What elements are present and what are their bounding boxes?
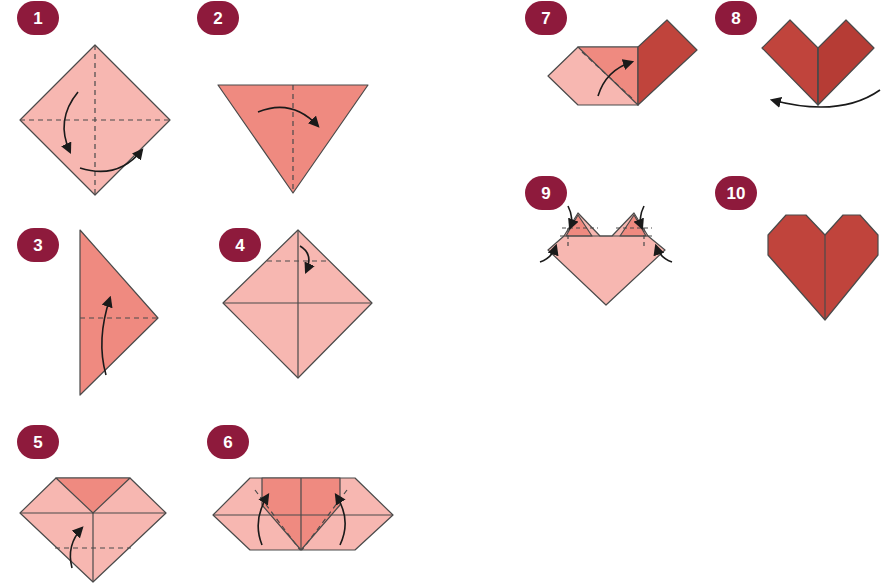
step-number: 4 xyxy=(219,228,261,262)
step-number: 1 xyxy=(17,1,59,35)
step-number: 8 xyxy=(715,1,757,35)
step-number: 9 xyxy=(525,176,567,210)
step-number: 10 xyxy=(715,176,757,210)
step-number: 6 xyxy=(207,425,249,459)
step-number: 2 xyxy=(197,1,239,35)
step-number: 7 xyxy=(525,1,567,35)
step-number: 3 xyxy=(17,228,59,262)
step-number: 5 xyxy=(17,425,59,459)
